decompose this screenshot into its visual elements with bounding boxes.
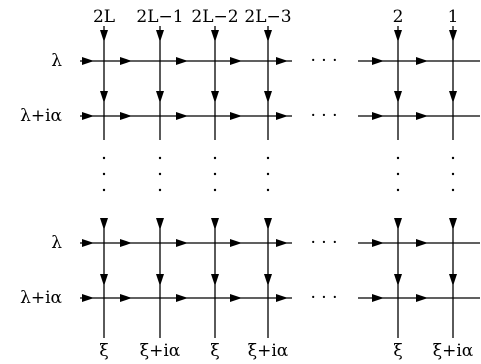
top-label-2L-3: 2L−3 — [244, 7, 291, 27]
row-arrow-2-0 — [82, 239, 94, 247]
row-arrow-2-5 — [372, 239, 384, 247]
ellipsis-row-1: · · · — [310, 51, 337, 71]
bottom-labels: ξ ξ+iα ξ ξ+iα ξ ξ+iα — [99, 341, 473, 361]
col-arrow-2-0 — [211, 30, 219, 42]
col-arrow-0-0 — [100, 30, 108, 42]
col-dot-2-2 — [213, 188, 217, 192]
row-arrow-1-1 — [120, 112, 132, 120]
top-label-1: 1 — [448, 7, 459, 27]
col-arrow-5-3 — [449, 274, 457, 286]
col-arrow-0-3 — [100, 274, 108, 286]
row-arrow-0-0 — [82, 57, 94, 65]
col-dot-5-2 — [451, 188, 455, 192]
col-dot-2-1 — [213, 172, 217, 176]
top-label-2L: 2L — [93, 7, 115, 27]
col-dot-2-0 — [213, 156, 217, 160]
row-arrow-0-6 — [416, 57, 428, 65]
row-label-lambda-ialpha-1: λ+iα — [20, 106, 62, 126]
row-arrow-3-3 — [230, 294, 242, 302]
top-label-2L-2: 2L−2 — [191, 7, 238, 27]
row-arrow-1-4 — [276, 112, 288, 120]
col-arrow-1-1 — [156, 91, 164, 103]
row-arrow-1-5 — [372, 112, 384, 120]
col-arrow-4-0 — [394, 30, 402, 42]
row-label-lambda-ialpha-2: λ+iα — [20, 288, 62, 308]
bottom-label-xi-ialpha-1: ξ+iα — [140, 341, 181, 361]
row-arrow-2-3 — [230, 239, 242, 247]
row-labels: λ λ+iα λ λ+iα — [20, 51, 62, 308]
row-arrow-0-2 — [176, 57, 188, 65]
col-arrow-3-1 — [264, 91, 272, 103]
col-arrow-3-3 — [264, 274, 272, 286]
col-dot-0-1 — [102, 172, 106, 176]
bottom-label-xi-ialpha-3: ξ+iα — [433, 341, 474, 361]
col-dot-4-0 — [396, 156, 400, 160]
lattice-grid — [80, 26, 480, 338]
row-label-lambda-2: λ — [51, 233, 62, 253]
col-dot-3-2 — [266, 188, 270, 192]
row-arrow-1-0 — [82, 112, 94, 120]
row-arrow-0-1 — [120, 57, 132, 65]
col-arrow-1-0 — [156, 30, 164, 42]
bottom-label-xi-1: ξ — [99, 341, 108, 361]
col-dot-1-1 — [158, 172, 162, 176]
row-arrow-1-6 — [416, 112, 428, 120]
col-arrow-2-3 — [211, 274, 219, 286]
row-arrow-0-4 — [276, 57, 288, 65]
top-labels: 2L 2L−1 2L−2 2L−3 2 1 — [93, 7, 458, 27]
top-label-2: 2 — [393, 7, 404, 27]
col-dot-3-0 — [266, 156, 270, 160]
col-arrow-1-2 — [156, 218, 164, 230]
col-dot-1-0 — [158, 156, 162, 160]
col-dot-5-0 — [451, 156, 455, 160]
row-arrow-2-2 — [176, 239, 188, 247]
col-arrow-4-3 — [394, 274, 402, 286]
col-arrow-4-2 — [394, 218, 402, 230]
col-arrow-5-1 — [449, 91, 457, 103]
col-arrow-2-1 — [211, 91, 219, 103]
row-arrow-0-3 — [230, 57, 242, 65]
bottom-label-xi-3: ξ — [393, 341, 402, 361]
row-arrow-1-2 — [176, 112, 188, 120]
col-dot-5-1 — [451, 172, 455, 176]
row-arrow-2-4 — [276, 239, 288, 247]
row-arrow-2-6 — [416, 239, 428, 247]
row-arrow-3-6 — [416, 294, 428, 302]
ellipsis-row-2: · · · — [310, 106, 337, 126]
row-arrow-0-5 — [372, 57, 384, 65]
col-arrow-5-0 — [449, 30, 457, 42]
col-dot-0-0 — [102, 156, 106, 160]
row-arrow-3-2 — [176, 294, 188, 302]
row-label-lambda-1: λ — [51, 51, 62, 71]
row-arrow-3-4 — [276, 294, 288, 302]
col-arrow-2-2 — [211, 218, 219, 230]
row-arrow-1-3 — [230, 112, 242, 120]
ellipsis-row-4: · · · — [310, 288, 337, 308]
col-arrow-1-3 — [156, 274, 164, 286]
col-arrow-4-1 — [394, 91, 402, 103]
row-arrow-3-1 — [120, 294, 132, 302]
bottom-label-xi-ialpha-2: ξ+iα — [248, 341, 289, 361]
bottom-label-xi-2: ξ — [210, 341, 219, 361]
col-arrow-0-1 — [100, 91, 108, 103]
ellipsis-row-3: · · · — [310, 233, 337, 253]
row-arrow-3-5 — [372, 294, 384, 302]
col-dot-0-2 — [102, 188, 106, 192]
col-arrow-3-2 — [264, 218, 272, 230]
row-arrow-3-0 — [82, 294, 94, 302]
row-arrow-2-1 — [120, 239, 132, 247]
col-dot-4-2 — [396, 188, 400, 192]
col-dot-3-1 — [266, 172, 270, 176]
col-dot-1-2 — [158, 188, 162, 192]
row-ellipses: · · · · · · · · · · · · — [310, 51, 337, 308]
top-label-2L-1: 2L−1 — [136, 7, 183, 27]
col-arrow-5-2 — [449, 218, 457, 230]
col-dot-4-1 — [396, 172, 400, 176]
col-arrow-0-2 — [100, 218, 108, 230]
col-arrow-3-0 — [264, 30, 272, 42]
